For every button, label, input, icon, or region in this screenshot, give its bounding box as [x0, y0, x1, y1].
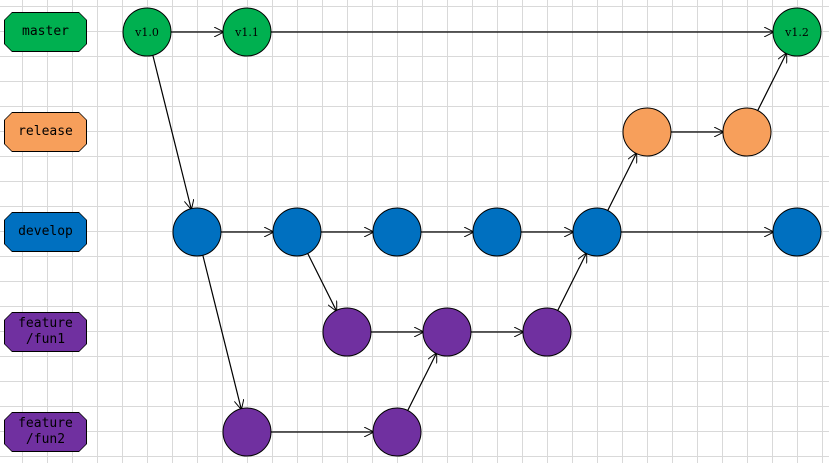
lane-label-text: feature /fun1 [5, 313, 86, 351]
commit-circle [222, 407, 272, 457]
commit-circle [272, 207, 322, 257]
commit-circle [222, 7, 272, 57]
commit-node-d3 [372, 207, 422, 257]
commit-node-r2 [722, 107, 772, 157]
edge-d1-g1 [202, 255, 241, 408]
commit-node-m2: v1.1 [222, 7, 272, 57]
lane-label-develop: develop [4, 212, 87, 252]
commit-circle [772, 7, 822, 57]
commit-tag: v1.1 [234, 26, 259, 39]
commit-circle [572, 207, 622, 257]
commit-node-m1: v1.0 [122, 7, 172, 57]
commit-circle [772, 207, 822, 257]
lane-label-release: release [4, 112, 87, 152]
commit-node-m3: v1.2 [772, 7, 822, 57]
lane-label-text: develop [5, 213, 86, 251]
edge-layer [152, 32, 787, 432]
edge-g2-f2 [407, 353, 437, 411]
lane-label-master: master [4, 12, 87, 52]
lane-label-fun1: feature /fun1 [4, 312, 87, 352]
commit-circle [522, 307, 572, 357]
commit-circle [422, 307, 472, 357]
commit-node-f2 [422, 307, 472, 357]
commit-circle [122, 7, 172, 57]
commit-node-f3 [522, 307, 572, 357]
edge-f3-d5 [557, 253, 587, 311]
commit-node-d4 [472, 207, 522, 257]
commit-circle [372, 207, 422, 257]
commit-circle [372, 407, 422, 457]
commit-node-d6 [772, 207, 822, 257]
commit-tag: v1.0 [134, 26, 159, 39]
commit-node-g2 [372, 407, 422, 457]
commit-circle [472, 207, 522, 257]
lane-label-fun2: feature /fun2 [4, 412, 87, 452]
commit-circle [622, 107, 672, 157]
commit-layer: v1.0 v1.1 v1.2 [122, 7, 822, 457]
commit-circle [322, 307, 372, 357]
commit-tag: v1.2 [784, 26, 809, 39]
edge-d5-r1 [607, 153, 637, 211]
commit-node-r1 [622, 107, 672, 157]
commit-node-d5 [572, 207, 622, 257]
commit-node-d1 [172, 207, 222, 257]
commit-circle [722, 107, 772, 157]
commit-node-f1 [322, 307, 372, 357]
commit-node-d2 [272, 207, 322, 257]
commit-circle [172, 207, 222, 257]
commit-node-g1 [222, 407, 272, 457]
edge-m1-d1 [152, 55, 191, 208]
lane-label-text: release [5, 113, 86, 151]
lane-label-text: master [5, 13, 86, 51]
edge-r2-m3 [757, 53, 787, 111]
edge-d2-f1 [307, 253, 337, 310]
lane-label-text: feature /fun2 [5, 413, 86, 451]
